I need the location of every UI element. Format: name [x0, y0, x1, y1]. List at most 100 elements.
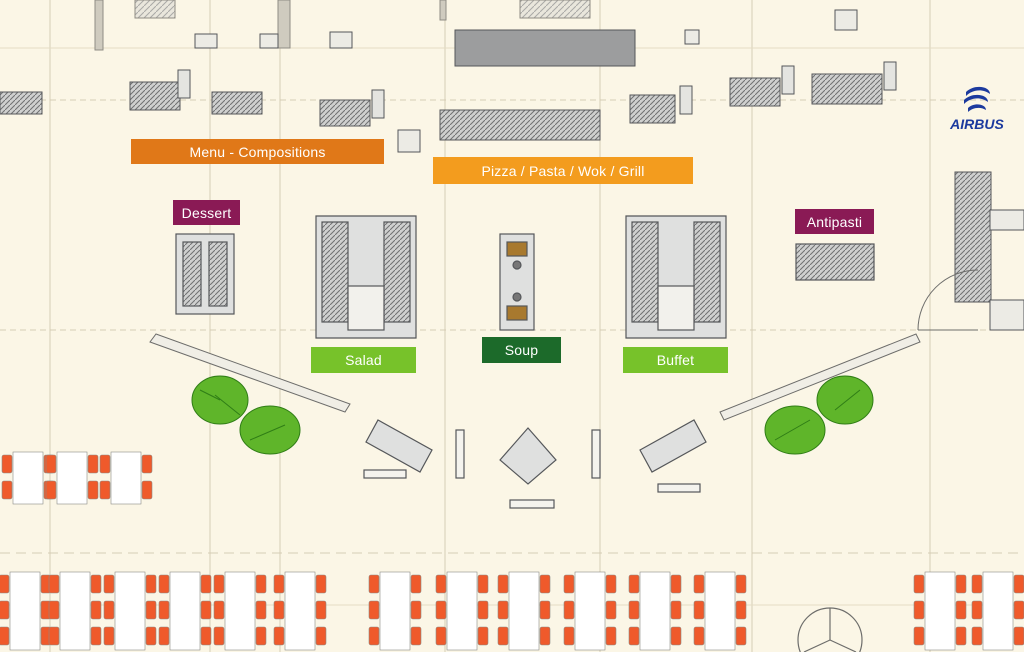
chair	[200, 600, 212, 620]
chair	[605, 600, 617, 620]
chair	[273, 574, 285, 594]
chair	[368, 574, 380, 594]
chair	[368, 600, 380, 620]
dining-table	[379, 571, 411, 651]
buffet-island	[625, 215, 727, 339]
chair	[273, 626, 285, 646]
antipasti-island	[795, 243, 875, 281]
dining-table	[446, 571, 478, 651]
airbus-logo: AIRBUS	[940, 82, 1014, 138]
chair	[90, 600, 102, 620]
chair	[90, 626, 102, 646]
dining-table	[704, 571, 736, 651]
chair	[628, 600, 640, 620]
chair	[693, 600, 705, 620]
chair	[87, 454, 99, 474]
chair	[497, 626, 509, 646]
seating-pods	[363, 419, 707, 509]
chair	[158, 626, 170, 646]
chair	[255, 574, 267, 594]
chair	[410, 626, 422, 646]
label-salad[interactable]: Salad	[311, 347, 416, 373]
chair	[563, 600, 575, 620]
chair	[1013, 600, 1024, 620]
chair	[477, 600, 489, 620]
chair	[563, 626, 575, 646]
chair	[213, 574, 225, 594]
chair	[605, 626, 617, 646]
diagonal-partitions	[149, 333, 921, 421]
chair	[99, 454, 111, 474]
chair	[563, 574, 575, 594]
dining-table	[639, 571, 671, 651]
chair	[0, 574, 10, 594]
label-soup[interactable]: Soup	[482, 337, 561, 363]
chair	[477, 574, 489, 594]
chair	[693, 574, 705, 594]
chair	[605, 574, 617, 594]
chair	[913, 626, 925, 646]
chair	[200, 574, 212, 594]
dining-table	[56, 451, 88, 505]
dining-table	[982, 571, 1014, 651]
label-menu-compositions[interactable]: Menu - Compositions	[131, 139, 384, 164]
chair	[103, 574, 115, 594]
dining-table	[12, 451, 44, 505]
chair	[200, 626, 212, 646]
chair	[477, 626, 489, 646]
chair	[1, 480, 13, 500]
label-pizza-pasta-wok-grill[interactable]: Pizza / Pasta / Wok / Grill	[433, 157, 693, 184]
chair	[435, 574, 447, 594]
dining-table	[110, 451, 142, 505]
chair	[670, 600, 682, 620]
chair	[539, 600, 551, 620]
chair	[497, 574, 509, 594]
label-dessert[interactable]: Dessert	[173, 200, 240, 225]
chair	[628, 626, 640, 646]
chair	[48, 626, 60, 646]
chair	[45, 454, 57, 474]
dining-area	[0, 451, 1024, 651]
chair	[87, 480, 99, 500]
chair	[735, 626, 747, 646]
chair	[145, 626, 157, 646]
chair	[539, 574, 551, 594]
dessert-island	[175, 233, 235, 315]
chair	[0, 626, 10, 646]
top-wall-structures	[94, 0, 591, 51]
chair	[273, 600, 285, 620]
chair	[955, 600, 967, 620]
chair	[955, 574, 967, 594]
chair	[955, 626, 967, 646]
chair	[315, 626, 327, 646]
label-buffet[interactable]: Buffet	[623, 347, 728, 373]
chair	[48, 574, 60, 594]
chair	[435, 600, 447, 620]
chair	[539, 626, 551, 646]
dining-table	[59, 571, 91, 651]
chair	[48, 600, 60, 620]
chair	[145, 600, 157, 620]
chair	[213, 626, 225, 646]
chair	[141, 454, 153, 474]
label-antipasti[interactable]: Antipasti	[795, 209, 874, 234]
chair	[213, 600, 225, 620]
chair	[913, 600, 925, 620]
chair	[255, 600, 267, 620]
door-swing	[917, 269, 979, 331]
airbus-swirl-icon	[964, 86, 990, 112]
soup-island	[499, 233, 535, 331]
dining-table	[574, 571, 606, 651]
chair	[971, 626, 983, 646]
chair	[315, 574, 327, 594]
chair	[410, 600, 422, 620]
chair	[0, 600, 10, 620]
brand-name: AIRBUS	[950, 116, 1004, 132]
chair	[141, 480, 153, 500]
chair	[158, 600, 170, 620]
chair	[158, 574, 170, 594]
chair	[735, 600, 747, 620]
chair	[255, 626, 267, 646]
chair	[368, 626, 380, 646]
